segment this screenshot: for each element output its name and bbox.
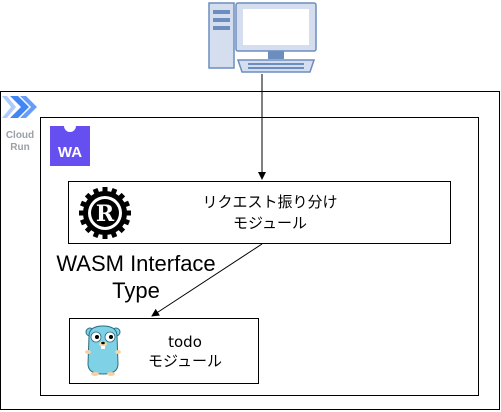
rust-logo-icon: R bbox=[78, 186, 132, 240]
router-module-line2: モジュール bbox=[233, 214, 307, 232]
go-gopher-icon bbox=[84, 324, 122, 376]
wasm-logo-icon bbox=[50, 126, 90, 166]
cloud-run-label-line2: Run bbox=[10, 142, 30, 153]
todo-module-label: todo モジュール bbox=[130, 333, 240, 371]
svg-text:R: R bbox=[96, 201, 115, 227]
router-module-line1: リクエスト振り分け bbox=[202, 193, 338, 211]
edge-label: WASM Interface Type bbox=[46, 250, 226, 304]
desktop-computer-icon bbox=[208, 2, 317, 73]
edge-label-line2: Type bbox=[112, 278, 160, 303]
cloud-run-label: Cloud Run bbox=[0, 130, 40, 154]
cloud-run-label-line1: Cloud bbox=[5, 130, 35, 141]
cloud-run-logo: Cloud Run bbox=[0, 94, 40, 158]
router-module-label: リクエスト振り分け モジュール bbox=[180, 192, 360, 234]
router-module-box bbox=[68, 181, 451, 244]
todo-module-line1: todo bbox=[168, 333, 202, 351]
wasm-logo: WA bbox=[50, 126, 90, 166]
todo-module-line2: モジュール bbox=[148, 352, 222, 370]
edge-label-line1: WASM Interface bbox=[56, 251, 216, 276]
router-to-todo-arrow bbox=[151, 243, 263, 317]
client-computer bbox=[208, 0, 318, 76]
wasm-badge-text: WA bbox=[57, 144, 83, 161]
cloud-run-icon bbox=[2, 96, 37, 118]
